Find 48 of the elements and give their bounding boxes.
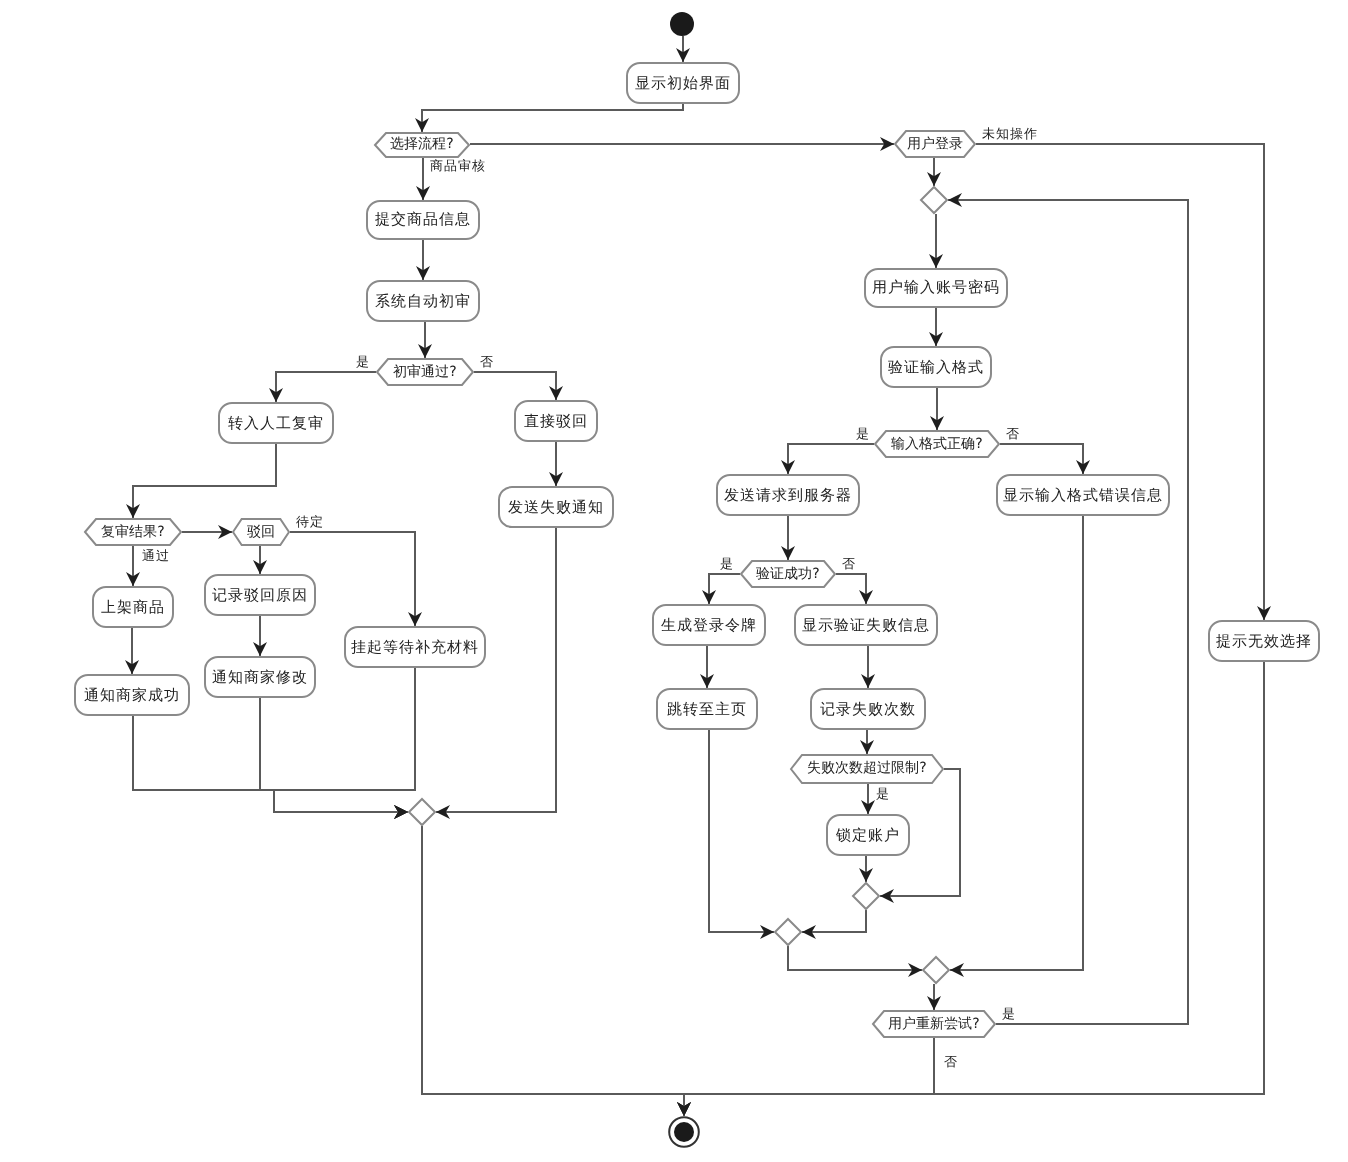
arrow: [708, 729, 775, 939]
arrow: [927, 983, 941, 1011]
arrow: [253, 615, 267, 657]
arrow: [702, 573, 741, 605]
arrow: [418, 321, 432, 359]
arrow: [929, 307, 943, 347]
arrow: [927, 157, 941, 187]
arrow: [930, 387, 944, 431]
arrow: [787, 945, 923, 977]
arrow: [947, 193, 1189, 1025]
arrow: [549, 441, 563, 487]
arrow: [879, 768, 961, 903]
arrow: [469, 137, 895, 151]
arrow: [126, 443, 277, 519]
merge-diamond: [922, 956, 950, 984]
arrow: [929, 213, 943, 269]
end-circle: [668, 1116, 700, 1148]
arrow: [253, 545, 267, 575]
arrow: [181, 525, 233, 539]
arrow: [861, 783, 875, 815]
arrow: [700, 645, 714, 689]
arrow: [677, 661, 1265, 1117]
arrow: [801, 909, 867, 939]
arrow: [473, 371, 563, 401]
merge-diamond: [774, 918, 802, 946]
arrow: [415, 103, 684, 133]
arrow: [859, 855, 873, 883]
arrow: [273, 667, 416, 819]
arrow: [416, 239, 430, 281]
arrow: [860, 729, 874, 755]
arrow: [861, 645, 875, 689]
arrow: [435, 527, 557, 819]
arrow: [975, 143, 1271, 621]
merge-diamond: [920, 186, 948, 214]
arrow: [416, 157, 430, 201]
start-circle: [670, 12, 694, 36]
arrow: [999, 443, 1090, 475]
arrow: [125, 627, 139, 675]
arrow: [289, 531, 422, 627]
arrow: [949, 515, 1084, 977]
merge-diamond: [852, 882, 880, 910]
arrow: [676, 35, 690, 63]
arrow: [835, 573, 873, 605]
arrow: [781, 515, 795, 561]
arrow: [269, 371, 377, 403]
arrow: [781, 443, 875, 475]
merge-diamond: [408, 798, 436, 826]
arrow: [126, 545, 140, 587]
